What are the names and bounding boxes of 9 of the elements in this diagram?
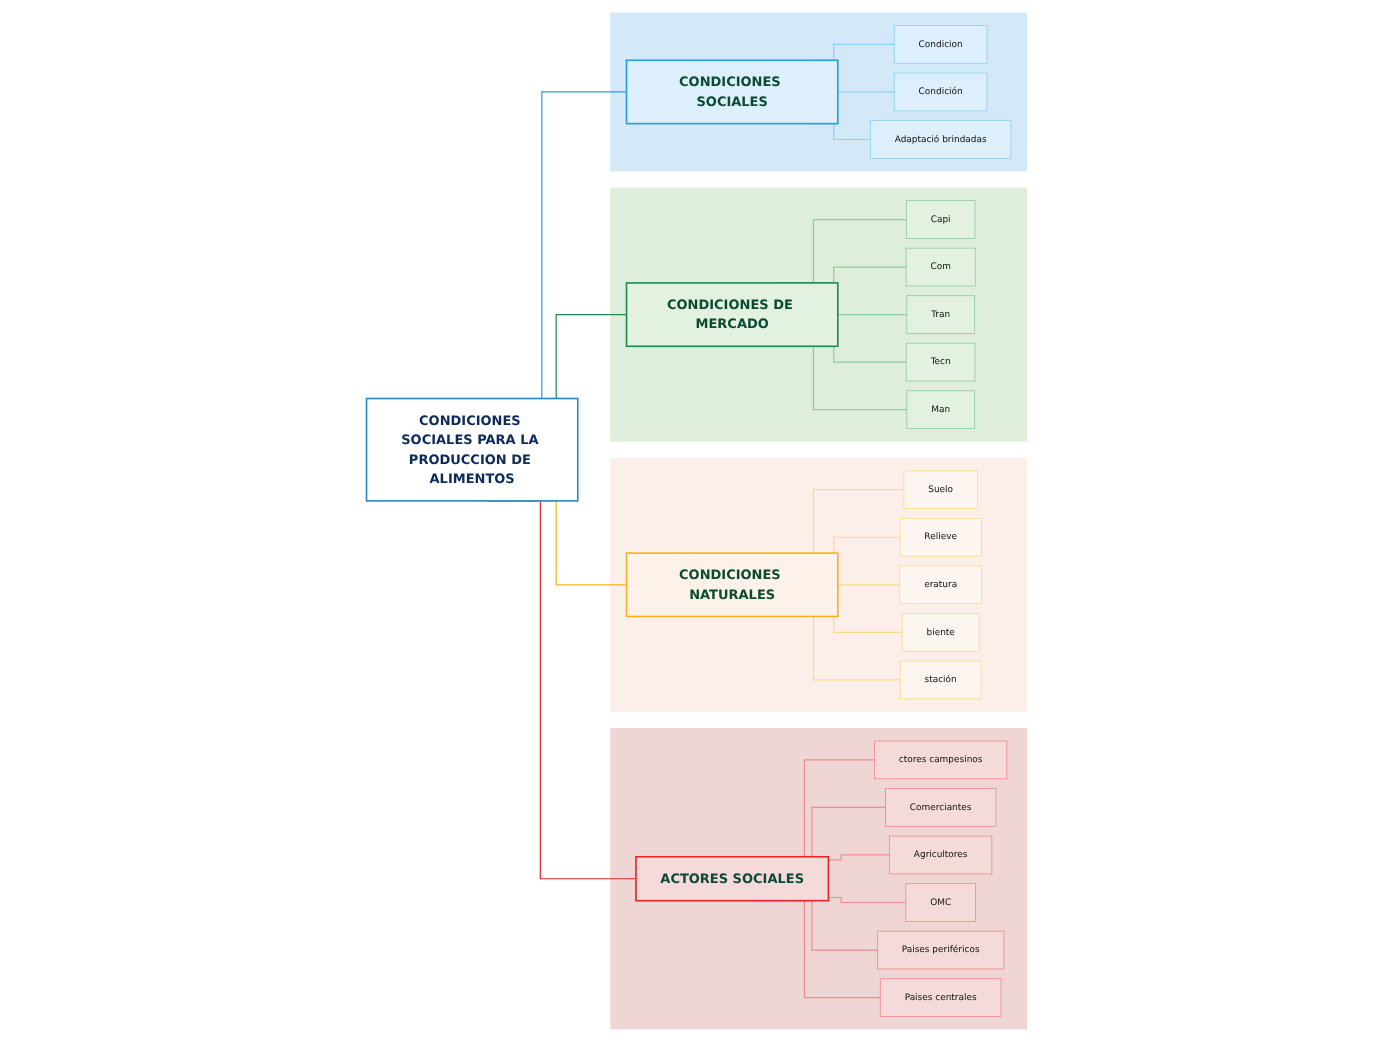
cluster (609, 456, 1027, 711)
connector (836, 583, 900, 585)
cluster (609, 186, 1027, 441)
connector (826, 895, 906, 903)
connector (826, 853, 890, 860)
connector (836, 313, 907, 315)
connector (836, 90, 894, 92)
cluster (609, 727, 1027, 1029)
cluster (609, 11, 1027, 171)
